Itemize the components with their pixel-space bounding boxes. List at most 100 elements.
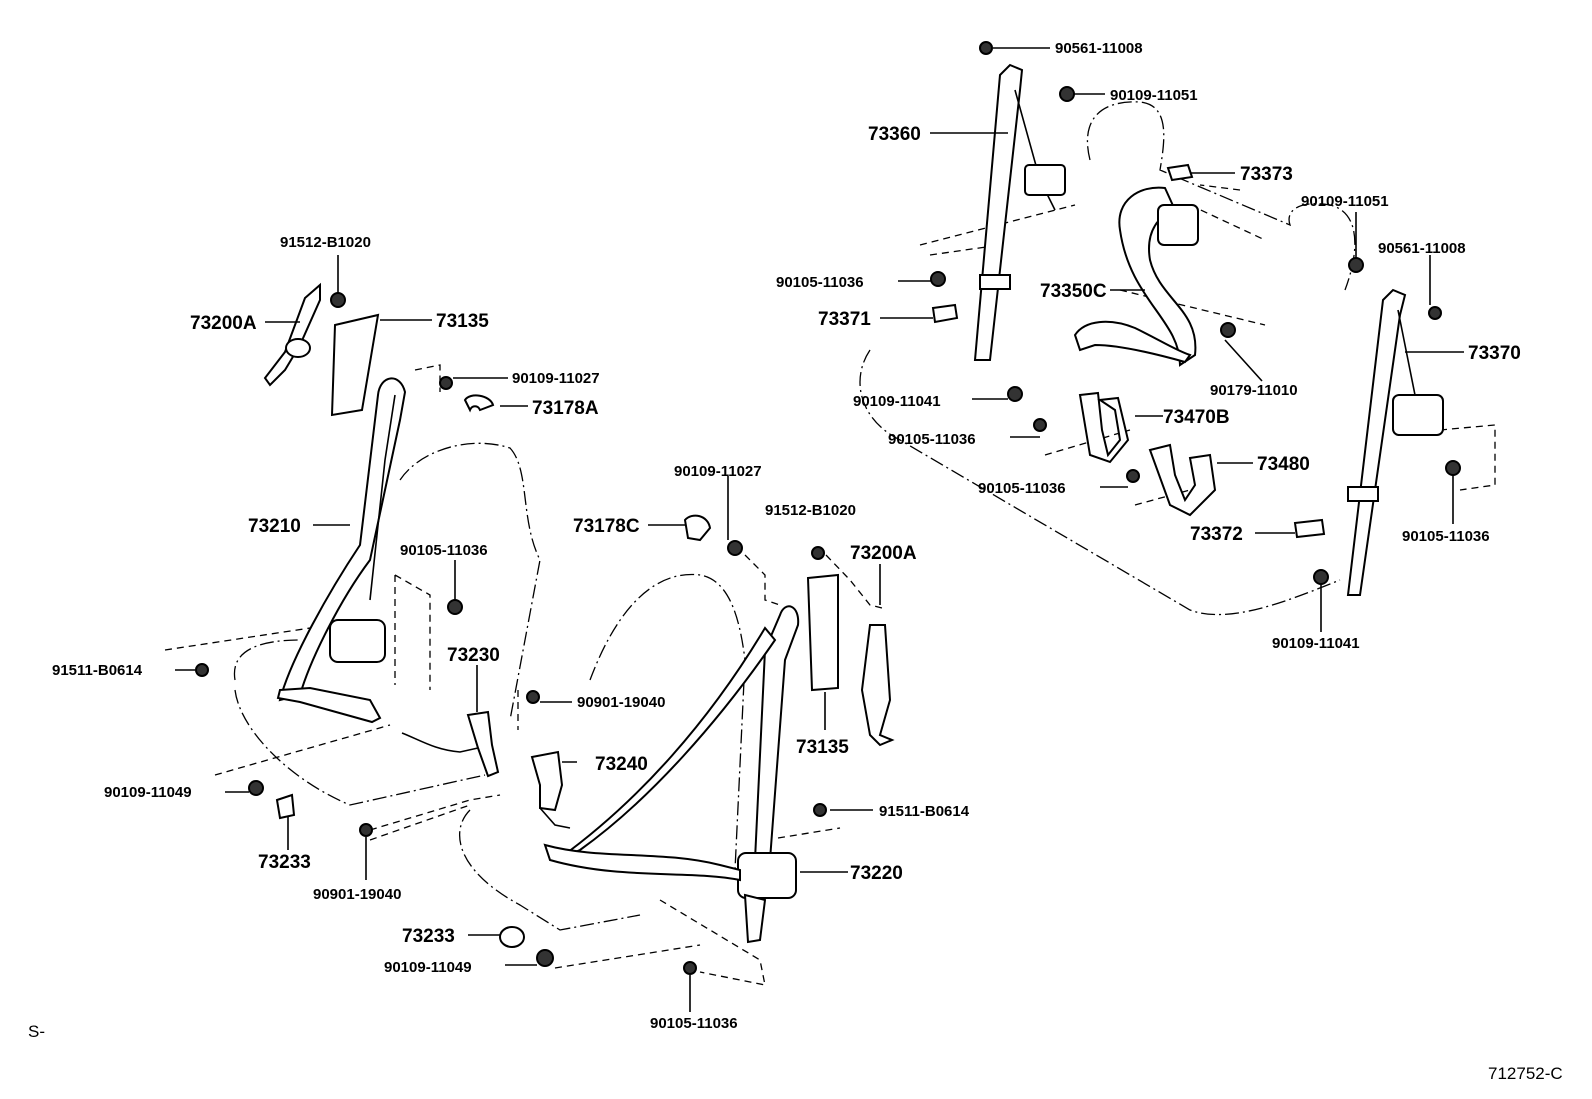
bolt-90105-11036-left	[447, 599, 463, 615]
rear-seat-dash-4	[1189, 184, 1266, 241]
belt-73220-strap	[559, 626, 777, 859]
label-73210: 73210	[248, 516, 301, 537]
label-90109-11051-right: 90109-11051	[1301, 193, 1389, 210]
bolt-90105-11036-a	[930, 271, 946, 287]
bolt-90561-11008-top	[979, 41, 993, 55]
front-left-dash-2	[414, 364, 441, 392]
belt-73210-lower	[276, 686, 382, 724]
label-73480: 73480	[1257, 454, 1310, 475]
label-90105-11036-left: 90105-11036	[400, 542, 488, 559]
clip-73178c	[683, 514, 712, 542]
label-90105-11036-c: 90105-11036	[978, 480, 1066, 497]
label-73135-right: 73135	[796, 737, 849, 758]
rear-leaders	[880, 47, 1464, 632]
bolt-90109-11027-right	[727, 540, 743, 556]
rear-seat-outline	[859, 101, 1356, 616]
bolt-90901-19040-b	[359, 823, 373, 837]
bolt-90105-11036-right	[683, 961, 697, 975]
belt-73370	[1346, 288, 1407, 596]
front-left-leaders	[175, 255, 572, 880]
bolt-91511-b0614-right	[813, 803, 827, 817]
label-73200a-left: 73200A	[190, 313, 257, 334]
cover-73233-right	[499, 926, 525, 948]
buckle-73470b	[1078, 391, 1130, 464]
bolt-90105-11036-c	[1126, 469, 1140, 483]
label-90901-19040-b: 90901-19040	[313, 886, 401, 903]
cover-73233-left	[275, 793, 296, 820]
belt-73350c-lower	[1073, 320, 1192, 364]
label-91512-b1020-right: 91512-B1020	[765, 502, 856, 519]
bracket-73200a-left	[263, 282, 321, 387]
retractor-73210	[329, 619, 386, 663]
belt-73220-lower	[543, 843, 741, 882]
cover-73373	[1166, 163, 1194, 182]
label-90109-11049-right: 90109-11049	[384, 959, 472, 976]
label-73371: 73371	[818, 309, 871, 330]
bracket-73200a-right	[860, 624, 895, 747]
rear-seat-dash-1	[919, 204, 1076, 256]
buckle-73480	[1148, 443, 1217, 517]
bolt-90109-11049-left	[248, 780, 264, 796]
label-90105-11036-d: 90105-11036	[1402, 528, 1490, 545]
cover-73372	[1293, 518, 1326, 539]
label-73350c: 73350C	[1040, 281, 1107, 302]
label-90179-11010: 90179-11010	[1210, 382, 1298, 399]
label-73230: 73230	[447, 645, 500, 666]
front-right-seat-group: 90109-11027 73178C 91512-B1020 73200A 73…	[369, 463, 970, 1032]
front-right-dash-2	[554, 827, 841, 986]
bracket-73200a-left-pad	[285, 338, 311, 358]
belt-73350c	[1118, 186, 1197, 367]
belt-73210	[278, 377, 407, 702]
buckle-73230-wire	[401, 732, 479, 753]
label-90109-11027-left: 90109-11027	[512, 370, 600, 387]
label-73240: 73240	[595, 754, 648, 775]
label-73360: 73360	[868, 124, 921, 145]
bolt-90105-11036-b	[1033, 418, 1047, 432]
label-90105-11036-right: 90105-11036	[650, 1015, 738, 1032]
label-73220: 73220	[850, 863, 903, 884]
belt-guide-73360	[979, 274, 1011, 290]
clip-73178a	[463, 394, 495, 413]
bolt-91511-b0614-left	[195, 663, 209, 677]
belt-73220-anchor	[743, 893, 767, 944]
rear-seat-group: 90561-11008 90109-11051 73360 73373 9010…	[776, 40, 1521, 652]
label-91512-b1020-left: 91512-B1020	[280, 234, 371, 251]
retractor-73350c	[1157, 204, 1199, 246]
label-90105-11036-a: 90105-11036	[776, 274, 864, 291]
front-right-dash-1	[369, 554, 781, 841]
retractor-73370	[1392, 394, 1444, 436]
label-73178a: 73178A	[532, 398, 599, 419]
label-90561-11008-top: 90561-11008	[1055, 40, 1143, 57]
label-73200a-right: 73200A	[850, 543, 917, 564]
pillar-cover-73135-left	[330, 313, 380, 417]
nut-90179-11010	[1220, 322, 1236, 338]
retractor-73360	[1024, 164, 1066, 196]
label-73178c: 73178C	[573, 516, 640, 537]
bolt-90105-11036-d	[1445, 460, 1461, 476]
bolt-90109-11027-left	[439, 376, 453, 390]
bolt-90109-11051-top	[1059, 86, 1075, 102]
label-73370: 73370	[1468, 343, 1521, 364]
label-73470b: 73470B	[1163, 407, 1230, 428]
belt-73210-inner	[369, 394, 396, 601]
label-73372: 73372	[1190, 524, 1243, 545]
label-90109-11051-top: 90109-11051	[1110, 87, 1198, 104]
rear-seat-dash-2	[1044, 289, 1266, 506]
pillar-cover-73135-right	[806, 573, 839, 692]
label-90109-11049-left: 90109-11049	[104, 784, 192, 801]
bolt-91512-b1020-right	[811, 546, 825, 560]
belt-73360	[973, 63, 1024, 361]
buckle-73240-wire	[539, 807, 571, 829]
label-73233-left: 73233	[258, 852, 311, 873]
front-right-seat-outline	[458, 573, 746, 931]
bolt-90109-11041-b	[1313, 569, 1329, 585]
bolt-91512-b1020-left	[330, 292, 346, 308]
label-73373: 73373	[1240, 164, 1293, 185]
front-right-dash-3	[825, 554, 883, 609]
front-left-seat-group: 91512-B1020 73200A 73135 90109-11027 731…	[52, 234, 665, 903]
cover-73371	[931, 303, 959, 324]
buckle-73230	[466, 710, 500, 778]
belt-guide-73370	[1347, 486, 1379, 502]
front-right-leaders	[468, 476, 881, 1012]
